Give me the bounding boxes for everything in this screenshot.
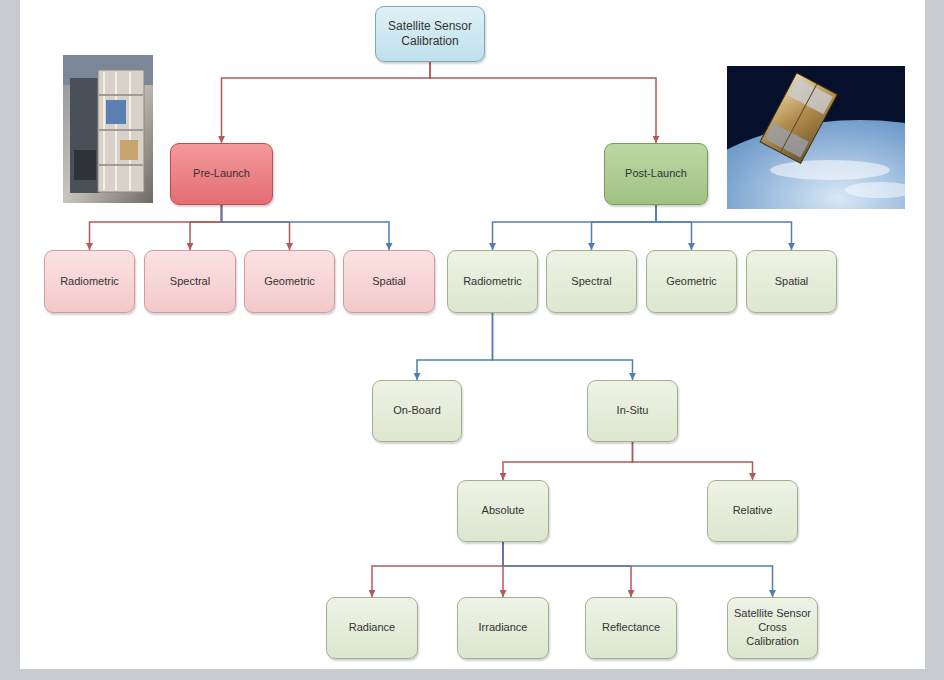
node-label: On-Board [377,404,457,418]
hardware-photo [63,55,153,203]
photo-ground [63,55,153,203]
category-box: Radiance [326,597,418,659]
node-label: Spectral [149,275,231,289]
node-label: Reflectance [590,621,672,635]
phase-box: Pre-Launch [170,143,273,205]
satellite-body [760,73,837,163]
connector-arrow [503,442,633,480]
panel-gold [120,140,138,160]
connector-arrow [222,205,290,250]
category-box: Satellite Sensor Cross Calibration [727,597,818,659]
node-label: Satellite Sensor Cross Calibration [732,607,813,648]
node-label: Spectral [551,275,632,289]
category-box: In-Situ [587,380,678,442]
connector-arrow [430,62,656,143]
connector-arrow [503,542,631,597]
category-box: Irradiance [457,597,549,659]
electronics [74,150,96,180]
sensor-body [70,78,100,193]
orbit-photo [650,66,944,380]
node-label: Spatial [348,275,430,289]
connector-arrow [90,205,222,250]
satellite [760,73,837,163]
node-label: Spatial [751,275,832,289]
node-label: Pre-Launch [175,167,268,181]
root-box: Satellite Sensor Calibration [375,6,485,62]
category-box: Spatial [746,250,837,313]
category-box: Reflectance [585,597,677,659]
node-label: Geometric [651,275,732,289]
frame-bar [99,164,143,166]
connector-arrow [592,205,657,250]
category-box: On-Board [372,380,462,442]
node-label: Satellite Sensor Calibration [380,19,480,49]
category-box: Radiometric [44,250,135,313]
connector-arrow [417,313,493,380]
category-box: Radiometric [447,250,538,313]
node-label: Geometric [249,275,330,289]
frame-bar [99,94,143,96]
panel-blue [106,100,126,124]
node-label: In-Situ [592,404,673,418]
connector-arrow [633,442,753,480]
category-box: Spatial [343,250,435,313]
frame [98,70,144,192]
connector-arrow [493,205,657,250]
category-box: Spectral [144,250,236,313]
category-box: Geometric [244,250,335,313]
node-label: Radiometric [49,275,130,289]
connector-arrow [222,205,390,250]
connector-arrow [493,313,633,380]
node-label: Radiometric [452,275,533,289]
clouds [845,182,905,198]
connector-arrow [656,205,792,250]
node-label: Irradiance [462,621,544,635]
category-box: Absolute [457,480,549,542]
connector-arrow [222,62,431,143]
node-label: Radiance [331,621,413,635]
satellite-seam [780,84,817,153]
clouds [770,160,890,180]
category-box: Relative [707,480,798,542]
connector-arrow [190,205,222,250]
frame-bar [99,129,143,131]
category-box: Geometric [646,250,737,313]
node-label: Absolute [462,504,544,518]
phase-box: Post-Launch [604,143,708,205]
category-box: Spectral [546,250,637,313]
node-label: Relative [712,504,793,518]
connector-arrow [656,205,692,250]
node-label: Post-Launch [609,167,703,181]
connector-arrow [372,542,503,597]
connector-arrow [503,542,773,597]
